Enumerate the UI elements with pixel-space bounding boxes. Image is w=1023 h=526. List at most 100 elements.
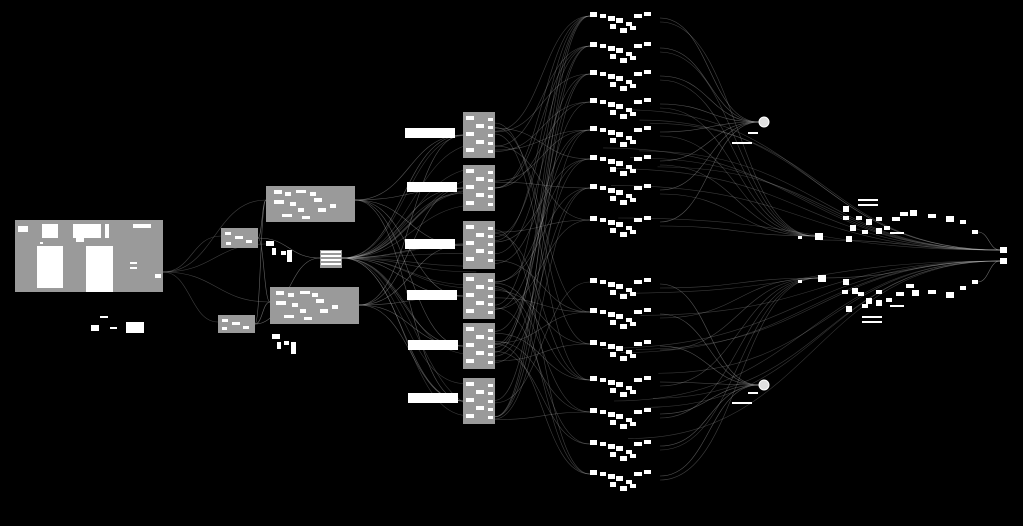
node[interactable] <box>488 408 493 411</box>
node[interactable] <box>960 220 966 224</box>
node[interactable] <box>610 482 616 487</box>
node[interactable] <box>488 400 493 403</box>
node[interactable] <box>608 444 615 449</box>
node[interactable] <box>843 279 849 285</box>
node[interactable] <box>488 361 493 364</box>
node[interactable] <box>644 440 651 444</box>
node[interactable] <box>630 26 636 30</box>
node[interactable] <box>476 351 484 355</box>
node[interactable] <box>620 294 627 299</box>
node[interactable] <box>843 216 849 220</box>
node[interactable] <box>634 410 642 414</box>
node[interactable] <box>960 286 966 290</box>
node[interactable] <box>466 293 474 297</box>
node[interactable] <box>243 326 249 329</box>
panel-label-bar-2[interactable] <box>407 182 457 192</box>
node[interactable] <box>476 285 484 289</box>
node[interactable] <box>620 142 627 147</box>
node[interactable] <box>312 293 318 297</box>
node[interactable] <box>862 230 868 234</box>
node[interactable] <box>620 356 627 361</box>
node[interactable] <box>620 324 627 329</box>
node[interactable] <box>630 390 636 394</box>
node[interactable] <box>488 311 493 314</box>
node[interactable] <box>590 408 597 413</box>
node[interactable] <box>620 58 627 63</box>
node[interactable] <box>73 224 101 238</box>
node[interactable] <box>818 275 826 282</box>
node[interactable] <box>846 236 852 242</box>
node[interactable] <box>644 340 651 344</box>
node[interactable] <box>644 376 651 380</box>
node[interactable] <box>608 344 615 349</box>
node[interactable] <box>616 414 623 419</box>
node[interactable] <box>626 418 632 422</box>
node[interactable] <box>634 128 642 132</box>
node[interactable] <box>608 159 615 164</box>
node[interactable] <box>318 208 326 212</box>
node[interactable] <box>100 316 108 318</box>
node[interactable] <box>488 279 493 282</box>
node[interactable] <box>466 309 474 313</box>
node[interactable] <box>748 392 758 394</box>
node[interactable] <box>488 287 493 290</box>
node[interactable] <box>488 392 493 395</box>
node[interactable] <box>616 48 623 53</box>
node[interactable] <box>600 186 606 190</box>
node[interactable] <box>466 169 474 173</box>
node[interactable] <box>600 100 606 104</box>
node[interactable] <box>590 98 597 103</box>
node[interactable] <box>630 484 636 488</box>
node[interactable] <box>732 402 752 404</box>
node[interactable] <box>590 340 597 345</box>
node[interactable] <box>910 210 917 216</box>
merge-point-lower[interactable] <box>758 379 770 391</box>
node[interactable] <box>644 216 651 220</box>
node[interactable] <box>876 228 882 234</box>
node[interactable] <box>626 22 632 26</box>
node[interactable] <box>476 335 484 339</box>
node[interactable] <box>488 187 493 190</box>
node[interactable] <box>610 82 616 87</box>
node[interactable] <box>912 290 919 296</box>
node[interactable] <box>630 454 636 458</box>
node[interactable] <box>488 179 493 182</box>
node[interactable] <box>858 204 878 206</box>
node[interactable] <box>616 76 623 81</box>
node[interactable] <box>626 108 632 112</box>
node[interactable] <box>488 227 493 230</box>
node[interactable] <box>608 474 615 479</box>
node[interactable] <box>610 228 616 233</box>
node[interactable] <box>272 248 276 255</box>
node[interactable] <box>600 442 606 446</box>
node[interactable] <box>972 280 978 284</box>
node[interactable] <box>620 86 627 91</box>
panel-label-bar-6[interactable] <box>408 393 458 403</box>
node[interactable] <box>466 148 474 152</box>
node[interactable] <box>600 342 606 346</box>
node[interactable] <box>105 224 109 238</box>
node[interactable] <box>590 376 597 381</box>
node[interactable] <box>476 124 484 128</box>
node[interactable] <box>608 16 615 21</box>
node[interactable] <box>130 267 137 269</box>
node[interactable] <box>476 233 484 237</box>
node[interactable] <box>866 298 872 304</box>
node[interactable] <box>608 46 615 51</box>
node[interactable] <box>610 352 616 357</box>
node[interactable] <box>321 251 341 253</box>
node[interactable] <box>616 476 623 481</box>
node[interactable] <box>281 251 286 255</box>
node[interactable] <box>798 236 802 239</box>
node[interactable] <box>876 300 882 306</box>
node[interactable] <box>488 353 493 356</box>
node[interactable] <box>466 398 474 402</box>
node[interactable] <box>630 169 636 173</box>
node[interactable] <box>314 198 322 202</box>
node[interactable] <box>620 424 627 429</box>
node[interactable] <box>600 72 606 76</box>
node[interactable] <box>610 452 616 457</box>
node[interactable] <box>610 167 616 172</box>
node[interactable] <box>866 219 872 225</box>
output-node[interactable] <box>1000 258 1007 264</box>
